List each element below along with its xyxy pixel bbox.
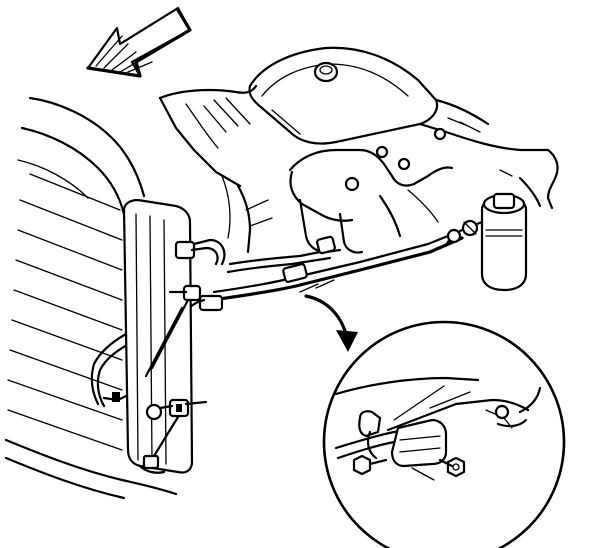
bolt-left (352, 454, 388, 476)
accumulator-canister (444, 192, 528, 292)
nut-right (446, 456, 466, 478)
detail-inset (322, 320, 566, 548)
condenser-tank (102, 198, 226, 474)
engine-assembly (158, 46, 559, 254)
front-direction-arrow-icon (86, 6, 192, 78)
radiator-core (4, 96, 178, 500)
callout-arrow-icon (304, 294, 358, 352)
